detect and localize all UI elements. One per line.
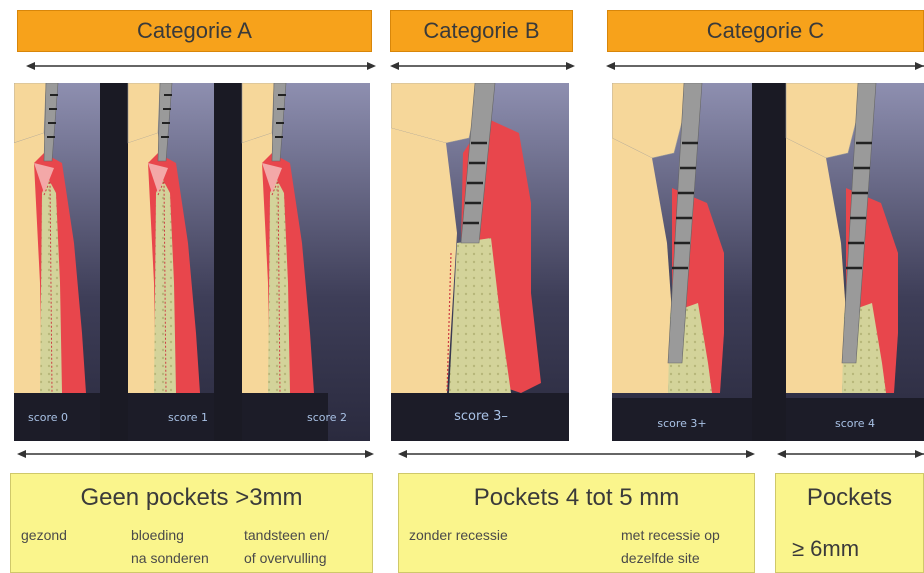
info-box-a-col3: tandsteen en/ of overvulling [244, 524, 329, 570]
info-box-c: Pockets ≥ 6mm [775, 473, 924, 573]
info-box-b-col2-line1: met recessie op [621, 524, 720, 547]
info-box-a-col2-line1: bloeding [131, 524, 209, 547]
info-box-a-title: Geen pockets >3mm [11, 484, 372, 512]
info-box-b-col1-line1: zonder recessie [409, 524, 508, 547]
range-arrow-a-bottom [17, 449, 374, 459]
info-box-a-col1: gezond [21, 524, 67, 547]
category-b-label: Categorie B [423, 18, 539, 44]
category-a-illustration: score 0 score 1 score 2 [14, 83, 370, 441]
category-a-header: Categorie A [17, 10, 372, 52]
info-box-a: Geen pockets >3mm gezond bloeding na son… [10, 473, 373, 573]
info-box-c-subtitle: ≥ 6mm [792, 536, 923, 562]
category-b-illustration: score 3– [391, 83, 569, 441]
info-box-a-col2: bloeding na sonderen [131, 524, 209, 570]
info-box-a-col1-line1: gezond [21, 524, 67, 547]
score-1-label: score 1 [158, 411, 218, 424]
info-box-b-col2: met recessie op dezelfde site [621, 524, 720, 570]
info-box-a-col3-line1: tandsteen en/ [244, 524, 329, 547]
info-box-a-col2-line2: na sonderen [131, 547, 209, 570]
info-box-b-title: Pockets 4 tot 5 mm [399, 484, 754, 512]
info-box-b-col2-line2: dezelfde site [621, 547, 720, 570]
info-box-b-col1: zonder recessie [409, 524, 508, 547]
range-arrow-c-top [606, 61, 924, 71]
range-arrow-b-top [390, 61, 575, 71]
category-c-label: Categorie C [707, 18, 824, 44]
score-0-label: score 0 [18, 411, 78, 424]
info-box-b: Pockets 4 tot 5 mm zonder recessie met r… [398, 473, 755, 573]
category-c-header: Categorie C [607, 10, 924, 52]
info-box-a-col3-line2: of overvulling [244, 547, 329, 570]
range-arrow-c-bottom [777, 449, 924, 459]
score-3-plus-label: score 3+ [647, 417, 717, 430]
range-arrow-b-bottom [398, 449, 755, 459]
category-a-label: Categorie A [137, 18, 252, 44]
score-4-label: score 4 [820, 417, 890, 430]
category-b-header: Categorie B [390, 10, 573, 52]
score-2-label: score 2 [297, 411, 357, 424]
category-c-illustration: score 3+ score 4 [612, 83, 924, 441]
info-box-c-title: Pockets [776, 484, 923, 512]
range-arrow-a-top [26, 61, 376, 71]
score-3-minus-label: score 3– [431, 409, 531, 424]
